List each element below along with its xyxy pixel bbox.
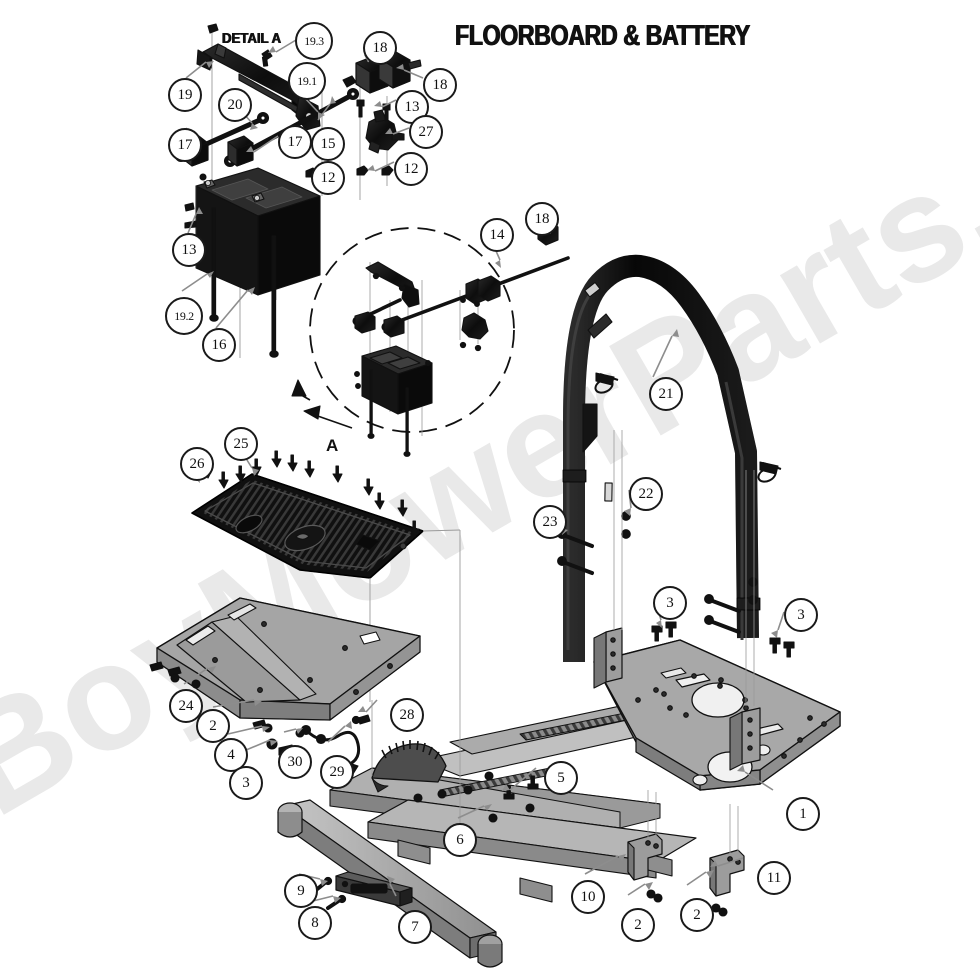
detail-a-letter: A [326, 436, 339, 455]
callout-18[interactable]: 18 [363, 31, 397, 65]
callout-10[interactable]: 10 [571, 880, 605, 914]
callout-3[interactable]: 3 [229, 766, 263, 800]
callout-15[interactable]: 15 [311, 127, 345, 161]
callout-25[interactable]: 25 [224, 427, 258, 461]
callout-2[interactable]: 2 [196, 709, 230, 743]
callout-17[interactable]: 17 [168, 128, 202, 162]
callout-3[interactable]: 3 [653, 586, 687, 620]
callout-7[interactable]: 7 [398, 910, 432, 944]
callout-14[interactable]: 14 [480, 218, 514, 252]
callout-26[interactable]: 26 [180, 447, 214, 481]
callout-2[interactable]: 2 [621, 908, 655, 942]
page-title: FLOORBOARD & BATTERY [455, 20, 750, 52]
callout-11[interactable]: 11 [757, 861, 791, 895]
callout-18[interactable]: 18 [525, 202, 559, 236]
callout-12[interactable]: 12 [394, 152, 428, 186]
callout-29[interactable]: 29 [320, 755, 354, 789]
callout-8[interactable]: 8 [298, 906, 332, 940]
callout-1[interactable]: 1 [786, 797, 820, 831]
callout-19-3[interactable]: 19.3 [295, 22, 333, 60]
callout-12[interactable]: 12 [311, 161, 345, 195]
callout-6[interactable]: 6 [443, 823, 477, 857]
callout-13[interactable]: 13 [172, 233, 206, 267]
callout-5[interactable]: 5 [544, 761, 578, 795]
callout-19[interactable]: 19 [168, 78, 202, 112]
callout-17[interactable]: 17 [278, 125, 312, 159]
callout-20[interactable]: 20 [218, 88, 252, 122]
callout-28[interactable]: 28 [390, 698, 424, 732]
callout-19-2[interactable]: 19.2 [165, 297, 203, 335]
callout-9[interactable]: 9 [284, 874, 318, 908]
callout-23[interactable]: 23 [533, 505, 567, 539]
callout-16[interactable]: 16 [202, 328, 236, 362]
callout-22[interactable]: 22 [629, 477, 663, 511]
callout-19-1[interactable]: 19.1 [288, 62, 326, 100]
callout-2[interactable]: 2 [680, 898, 714, 932]
callout-27[interactable]: 27 [409, 115, 443, 149]
callout-30[interactable]: 30 [278, 745, 312, 779]
callout-21[interactable]: 21 [649, 377, 683, 411]
detail-a-label: DETAIL A [222, 30, 282, 47]
callout-18[interactable]: 18 [423, 68, 457, 102]
callout-3[interactable]: 3 [784, 598, 818, 632]
